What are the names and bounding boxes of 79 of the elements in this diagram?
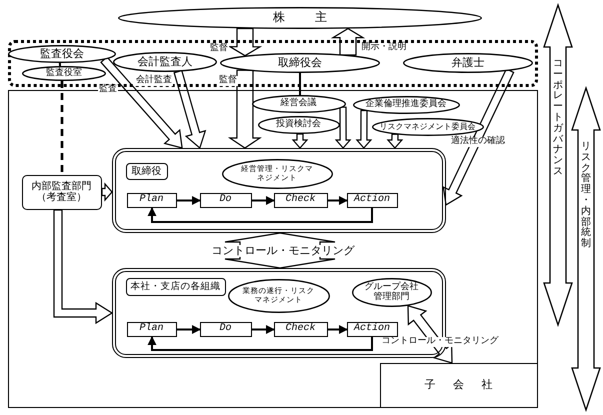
node-text: Check	[285, 323, 316, 335]
hollow-arrow	[100, 56, 183, 149]
node-text: 企業倫理推進委員会	[366, 99, 446, 110]
ellipse-node	[252, 94, 346, 112]
node-text: リスクマネジメント委員会	[380, 122, 476, 132]
node-text: Action	[354, 194, 390, 206]
step-box	[346, 322, 398, 336]
edge-label: コントロール・モニタリング	[380, 337, 500, 347]
ellipse-node	[113, 52, 217, 72]
ellipse-node	[222, 158, 332, 188]
hollow-arrow	[356, 110, 372, 149]
ellipse-node	[228, 278, 330, 312]
node-text: 子会社	[424, 378, 510, 392]
node-text: グループ会社管理部門	[364, 282, 420, 302]
node-text: Action	[354, 323, 390, 335]
node-text: 取締役会	[278, 56, 322, 70]
outer-frame	[8, 90, 538, 408]
node-text: 監査役会	[40, 48, 84, 60]
connector-line	[299, 73, 301, 95]
step-box	[200, 192, 252, 208]
edge-label: 適法性の確認	[450, 137, 506, 147]
hollow-arrow	[386, 134, 404, 149]
ellipse-node	[220, 53, 380, 73]
arrow	[328, 196, 348, 205]
edge-label: コントロール・モニタリング	[210, 244, 356, 258]
arrow	[177, 196, 201, 205]
double-rounded-frame	[112, 268, 446, 358]
arrow	[328, 325, 348, 334]
double-rounded-frame	[112, 148, 446, 232]
rounded-box	[22, 174, 102, 210]
ellipse-node	[8, 45, 116, 63]
hollow-arrow	[330, 28, 366, 56]
edge-label: 監督	[209, 44, 229, 54]
hollow-arrow	[334, 106, 352, 149]
arrow	[252, 325, 275, 334]
node-text: Do	[219, 323, 232, 335]
arrow	[148, 336, 373, 351]
hollow-arrow	[53, 209, 114, 324]
ellipse-node	[118, 7, 482, 29]
hollow-arrow	[173, 70, 206, 150]
step-box	[126, 322, 176, 336]
hollow-arrow	[101, 182, 113, 202]
node-text: Plan	[139, 323, 164, 335]
vertical-label: コーポレートガバナンス	[553, 59, 563, 178]
node-text: 投資検討会	[276, 119, 321, 130]
edge-label: 監督	[218, 76, 238, 86]
node-text: 株主	[273, 11, 357, 25]
ellipse-node	[258, 116, 340, 134]
connector-line	[58, 62, 61, 66]
node-text: 内部監査部門（考査室）	[30, 180, 92, 204]
node-text: Plan	[139, 194, 164, 206]
ellipse-node	[22, 66, 106, 81]
hollow-arrow	[228, 70, 262, 149]
node-text: Check	[285, 194, 316, 206]
ellipse-node	[352, 278, 432, 306]
heading-label: 取締役	[126, 162, 168, 180]
arrow	[148, 207, 373, 223]
ellipse-node	[352, 96, 460, 114]
node-text: Do	[219, 194, 232, 206]
vertical-label: リスク管理・内部統制	[581, 142, 591, 250]
node-text: 弁護士	[452, 56, 484, 70]
edge-label: 会計監査	[135, 76, 173, 86]
heading-label: 本社・支店の各組織	[126, 278, 226, 296]
step-box	[126, 192, 176, 208]
arrow	[252, 196, 275, 205]
step-box	[274, 322, 328, 336]
arrow	[177, 325, 201, 334]
connector-line	[60, 81, 64, 175]
ellipse-node	[403, 53, 533, 73]
label-box	[380, 362, 538, 408]
node-text: 監査役室	[46, 68, 82, 79]
node-text: 会計監査人	[138, 56, 192, 68]
hollow-arrow	[292, 133, 308, 149]
hollow-arrow	[228, 28, 262, 56]
node-text: 経営会議	[280, 98, 316, 109]
step-box	[346, 192, 398, 208]
step-box	[274, 192, 328, 208]
step-box	[200, 322, 252, 336]
ellipse-node	[372, 118, 484, 136]
